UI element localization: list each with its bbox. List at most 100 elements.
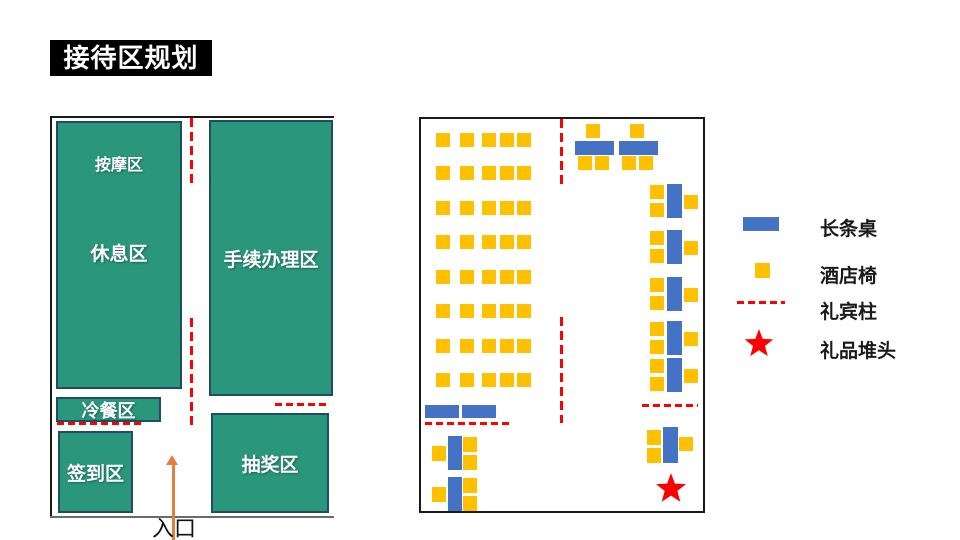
hotel-chair	[436, 235, 450, 249]
hotel-chair	[500, 201, 514, 215]
hotel-chair	[460, 304, 474, 318]
hotel-chair	[517, 133, 531, 147]
hotel-chair	[517, 235, 531, 249]
hotel-chair	[650, 231, 664, 245]
hotel-chair	[517, 270, 531, 284]
greeter-column-line	[190, 118, 193, 186]
hotel-chair	[482, 304, 496, 318]
long-table	[663, 427, 678, 463]
hotel-chair	[650, 249, 664, 263]
zone-rest-area: 按摩区 休息区	[56, 121, 182, 389]
hotel-chair	[460, 235, 474, 249]
legend-label-gift-pile: 礼品堆头	[820, 341, 897, 362]
hotel-chair	[650, 185, 664, 199]
hotel-chair	[482, 201, 496, 215]
hotel-chair	[595, 156, 609, 170]
long-table	[575, 141, 614, 155]
gift-pile-star-icon	[655, 473, 687, 502]
zone-cold-buffet-area: 冷餐区	[56, 397, 161, 422]
zone-lottery-area: 抽奖区	[211, 413, 329, 513]
hotel-chair	[482, 133, 496, 147]
hotel-chair	[517, 373, 531, 387]
long-table	[425, 405, 459, 418]
hotel-chair	[684, 332, 698, 346]
long-table	[667, 230, 682, 264]
zone-label-procedure: 手续办理区	[223, 249, 319, 271]
hotel-chair	[684, 195, 698, 209]
hotel-chair	[578, 156, 592, 170]
hotel-chair-swatch	[755, 263, 770, 278]
hotel-chair	[436, 373, 450, 387]
greeter-column-swatch	[737, 301, 785, 304]
hotel-chair	[500, 166, 514, 180]
hotel-chair	[463, 455, 477, 470]
hotel-chair	[436, 270, 450, 284]
hotel-chair	[650, 278, 664, 292]
long-table	[667, 277, 682, 311]
legend-label-greeter-column: 礼宾柱	[820, 302, 878, 323]
hotel-chair	[500, 270, 514, 284]
zone-procedure-area: 手续办理区	[209, 120, 333, 396]
hotel-chair	[517, 304, 531, 318]
long-table	[462, 405, 496, 418]
hotel-chair	[500, 133, 514, 147]
greeter-column-line	[560, 317, 563, 423]
hotel-chair	[436, 304, 450, 318]
zone-label-rest: 休息区	[90, 244, 148, 265]
hotel-chair	[482, 235, 496, 249]
hotel-chair	[500, 373, 514, 387]
long-table	[667, 184, 682, 218]
entrance-arrow	[172, 464, 175, 540]
plan-wall-top	[50, 116, 334, 118]
hotel-chair	[460, 201, 474, 215]
legend-label-hotel-chair: 酒店椅	[820, 266, 878, 287]
hotel-chair	[463, 496, 477, 511]
hotel-chair	[622, 156, 636, 170]
hotel-chair	[517, 201, 531, 215]
long-table	[619, 141, 658, 155]
zone-label-lottery: 抽奖区	[241, 454, 299, 476]
zone-label-cold-buffet: 冷餐区	[81, 400, 136, 421]
plan-wall-left	[50, 116, 52, 518]
hotel-chair	[650, 340, 664, 354]
greeter-column-line	[57, 422, 143, 425]
hotel-chair	[650, 203, 664, 217]
hotel-chair	[639, 156, 653, 170]
zone-label-signin: 签到区	[66, 463, 124, 485]
greeter-column-line	[642, 404, 698, 407]
hotel-chair	[460, 133, 474, 147]
hotel-chair	[586, 124, 600, 138]
long-table	[667, 321, 682, 355]
hotel-chair	[684, 241, 698, 255]
long-table	[448, 477, 462, 511]
hotel-chair	[647, 430, 661, 445]
hotel-chair	[460, 339, 474, 353]
hotel-chair	[650, 322, 664, 336]
zone-signin-area: 签到区	[58, 431, 133, 513]
hotel-chair	[436, 133, 450, 147]
page-title: 接待区规划	[50, 40, 212, 76]
greeter-column-line	[275, 403, 329, 406]
hotel-chair	[630, 124, 644, 138]
legend-label-long-table: 长条桌	[820, 219, 878, 240]
greeter-column-line	[560, 119, 563, 187]
hotel-chair	[517, 339, 531, 353]
hotel-chair	[432, 446, 446, 461]
hotel-chair	[517, 166, 531, 180]
plan-wall-bottom	[50, 516, 334, 518]
greeter-column-line	[425, 422, 511, 425]
hotel-chair	[679, 437, 693, 451]
hotel-chair	[482, 166, 496, 180]
seating-floor-plan	[419, 117, 705, 513]
hotel-chair	[684, 369, 698, 383]
hotel-chair	[500, 339, 514, 353]
hotel-chair	[460, 373, 474, 387]
hotel-chair	[500, 304, 514, 318]
hotel-chair	[436, 339, 450, 353]
entrance-arrow-head-icon	[166, 455, 178, 465]
long-table	[667, 358, 682, 392]
hotel-chair	[460, 166, 474, 180]
hotel-chair	[650, 359, 664, 373]
long-table-swatch	[743, 217, 779, 231]
